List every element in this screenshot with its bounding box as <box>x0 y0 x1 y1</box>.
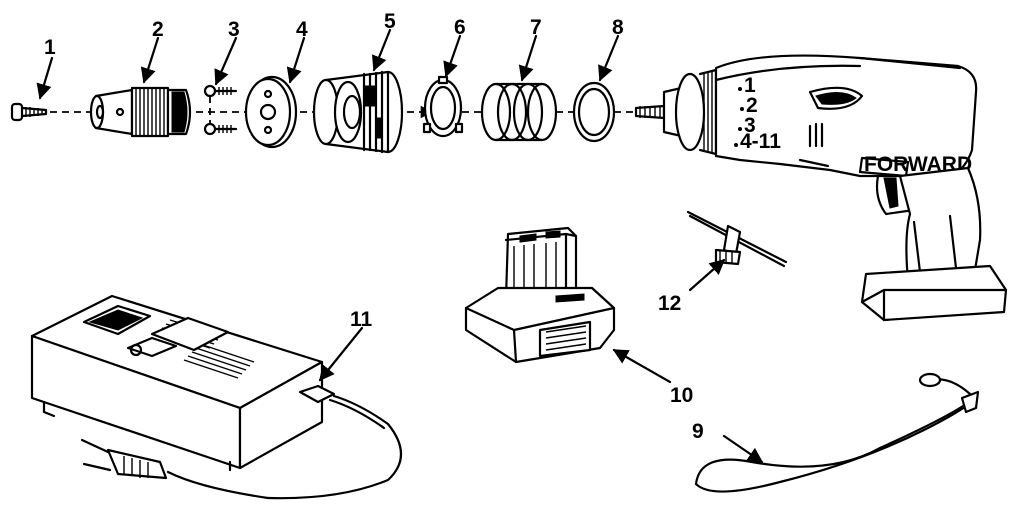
part-4-plate <box>244 75 298 149</box>
part-1-screw <box>10 102 48 122</box>
clutch-setting-2: 2 <box>746 94 758 117</box>
clutch-setting-3: 3 <box>744 114 756 137</box>
drill-body: 1 2 3 4-11 FORWARD <box>634 54 1008 322</box>
callout-8: 8 <box>612 16 624 39</box>
part-11-charger <box>30 294 402 500</box>
part-8-washer <box>572 81 616 143</box>
callout-numbers: 1 2 3 4 5 6 7 8 9 10 11 12 <box>44 10 704 443</box>
leader-lines <box>36 28 764 464</box>
part-12-chuck-key <box>686 210 788 268</box>
callout-10: 10 <box>670 384 693 407</box>
part-10-battery-pack <box>464 226 616 364</box>
callout-6: 6 <box>454 16 466 39</box>
callout-11: 11 <box>350 308 373 331</box>
callout-5: 5 <box>384 10 396 33</box>
callout-1: 1 <box>44 36 56 59</box>
callout-2: 2 <box>152 18 164 41</box>
part-5-clutch-collar <box>312 70 404 154</box>
callout-9: 9 <box>692 420 704 443</box>
part-3-screws <box>203 84 238 136</box>
part-6-ring <box>422 75 464 138</box>
callout-3: 3 <box>228 18 240 41</box>
callout-7: 7 <box>530 16 542 39</box>
callout-12: 12 <box>658 292 681 315</box>
clutch-setting-4-11: 4-11 <box>740 130 781 153</box>
part-9-wrist-strap <box>694 372 980 493</box>
part-7-spring <box>480 82 558 142</box>
clutch-setting-1: 1 <box>744 74 756 97</box>
callout-4: 4 <box>296 18 308 41</box>
part-2-chuck <box>89 86 192 138</box>
